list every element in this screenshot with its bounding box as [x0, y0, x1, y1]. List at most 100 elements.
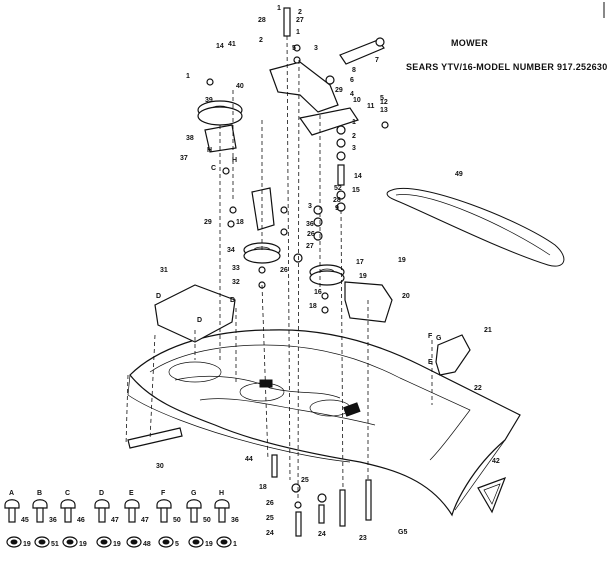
callout-label: 38 — [186, 135, 194, 142]
drive-belt — [386, 188, 565, 267]
callout-label: 19 — [359, 273, 367, 280]
callout-label: E — [428, 359, 433, 366]
nut-number: 19 — [23, 541, 31, 548]
nut-hole — [220, 539, 228, 545]
nut-number: 48 — [143, 541, 151, 548]
callout-label: 20 — [402, 293, 410, 300]
alignment-lines — [125, 35, 433, 501]
bolt-number: 50 — [173, 517, 181, 524]
bolt-shank — [36, 507, 44, 523]
callout-label: 39 — [205, 97, 213, 104]
nut-number: 19 — [79, 541, 87, 548]
callout-label: 8 — [352, 67, 356, 74]
callout-label: 33 — [232, 265, 240, 272]
bolt-shank — [98, 507, 106, 523]
callout-label: 2 — [259, 37, 263, 44]
hardware-letter: A — [9, 490, 14, 497]
mandrel-cover — [154, 284, 236, 343]
callout-label: 2 — [352, 133, 356, 140]
bolt-head — [32, 499, 48, 509]
callout-label: D — [230, 297, 235, 304]
bolt-head — [94, 499, 110, 509]
callout-label: 6 — [350, 77, 354, 84]
callout-label: 10 — [353, 97, 361, 104]
nut-number: 19 — [113, 541, 121, 548]
callout-label: 44 — [245, 456, 253, 463]
callout-label: 42 — [492, 458, 500, 465]
callout-label: 31 — [160, 267, 168, 274]
callout-label: C — [211, 165, 216, 172]
callout-label: 29 — [204, 219, 212, 226]
callout-label: 3 — [352, 145, 356, 152]
nut-hole — [66, 539, 74, 545]
callout-label: 32 — [232, 279, 240, 286]
callout-label: 26 — [266, 500, 274, 507]
callout-label: 9 — [335, 205, 339, 212]
callout-label: 18 — [309, 303, 317, 310]
callout-label: 27 — [306, 243, 314, 250]
callout-label: 11 — [367, 103, 375, 110]
callout-label: F — [428, 333, 433, 340]
nut-number: 51 — [51, 541, 59, 548]
bolt-number: 36 — [49, 517, 57, 524]
callout-label: 27 — [296, 17, 304, 24]
callout-label: 1 — [296, 29, 300, 36]
callout-label: 28 — [258, 17, 266, 24]
callout-label: 34 — [227, 247, 235, 254]
nut-hole — [10, 539, 18, 545]
callout-label: 41 — [228, 41, 236, 48]
callout-label: 25 — [301, 477, 309, 484]
callout-labels: 12821422715413874063942910111213138537HC… — [156, 5, 500, 542]
spindle-stack — [206, 7, 389, 537]
bolt-head — [4, 499, 20, 509]
callout-label: 18 — [259, 484, 267, 491]
callout-label: 40 — [236, 83, 244, 90]
callout-label: 22 — [474, 385, 482, 392]
callout-label: 24 — [266, 530, 274, 537]
bolt-number: 50 — [203, 517, 211, 524]
callout-label: 1 — [186, 73, 190, 80]
callout-label: 37 — [180, 155, 188, 162]
hardware-letter: C — [65, 490, 70, 497]
hardware-letter: F — [161, 490, 166, 497]
callout-label: 36 — [306, 221, 314, 228]
bolt-head — [156, 499, 172, 509]
callout-label: 14 — [216, 43, 224, 50]
callout-label: 1 — [352, 119, 356, 126]
discharge-guard — [477, 476, 507, 514]
belt-guide — [435, 334, 471, 376]
callout-label: 13 — [380, 107, 388, 114]
nut-hole — [100, 539, 108, 545]
bolt-shank — [160, 507, 168, 523]
callout-label: 12 — [380, 99, 388, 106]
callout-label: 4 — [350, 91, 354, 98]
bolt-number: 47 — [111, 517, 119, 524]
callout-label: 26 — [280, 267, 288, 274]
nut-hole — [38, 539, 46, 545]
callout-label: 5 — [292, 45, 296, 52]
callout-label: 19 — [398, 257, 406, 264]
bolt-shank — [128, 507, 136, 523]
pulleys — [197, 100, 345, 286]
nut-hole — [130, 539, 138, 545]
callout-label: H — [232, 157, 237, 164]
callout-label: 14 — [354, 173, 362, 180]
hardware-letter: B — [37, 490, 42, 497]
callout-label: G — [436, 335, 442, 342]
callout-label: 30 — [156, 463, 164, 470]
nut-number: 19 — [205, 541, 213, 548]
callout-label: 3 — [314, 45, 318, 52]
hardware-letter: H — [219, 490, 224, 497]
idler-bracket — [344, 281, 393, 323]
callout-label: 29 — [335, 87, 343, 94]
mower-deck — [127, 329, 521, 517]
model-number: SEARS YTV/16-MODEL NUMBER 917.252630 — [406, 62, 608, 72]
hardware-letter: D — [99, 490, 104, 497]
bolt-shank — [8, 507, 16, 523]
idler-arm-assembly — [204, 37, 385, 231]
diagram-title: MOWER — [451, 38, 488, 48]
callout-label: 7 — [375, 57, 379, 64]
callout-label: 49 — [455, 171, 463, 178]
